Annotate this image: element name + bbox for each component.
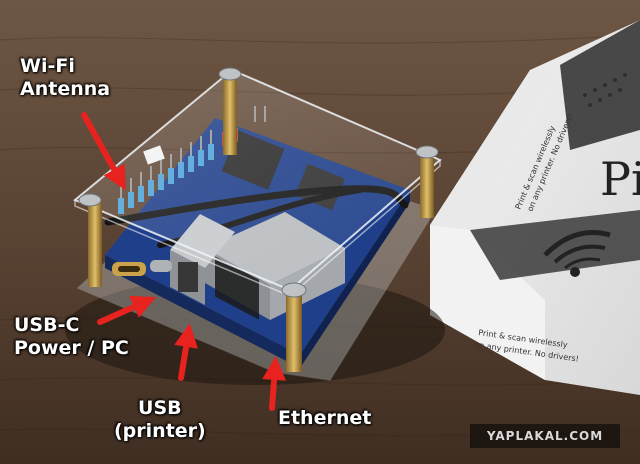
usb-arrow: [174, 323, 198, 381]
watermark: YAPLAKAL.COM: [470, 424, 620, 448]
usb-printer-label-line2: (printer): [114, 420, 206, 442]
usb-c-arrow: [97, 295, 156, 325]
wifi-antenna-label-line1: Wi-Fi: [20, 55, 75, 77]
wifi-antenna-label-line2: Antenna: [20, 78, 111, 100]
ethernet-label: Ethernet: [278, 407, 372, 429]
usb-printer-label-line1: USB: [138, 397, 182, 419]
standoff-back-right: [415, 145, 439, 218]
standoff-front-right: [281, 282, 307, 372]
usb-printer-label: USB (printer): [114, 397, 206, 443]
ethernet-arrow: [262, 356, 287, 411]
usb-c-label-line1: USB-C: [14, 314, 80, 336]
standoff-back-left: [218, 67, 242, 155]
box-logo-letter: Pi: [600, 152, 640, 206]
usb-c-port: [112, 260, 172, 276]
wifi-antenna-arrow: [81, 112, 126, 191]
standoff-front-left: [78, 193, 102, 287]
usb-c-label: USB-C Power / PC: [14, 314, 129, 360]
wifi-antenna-label: Wi-Fi Antenna: [20, 55, 110, 101]
product-box: Pi: [430, 20, 640, 395]
usb-c-label-line2: Power / PC: [14, 337, 129, 359]
